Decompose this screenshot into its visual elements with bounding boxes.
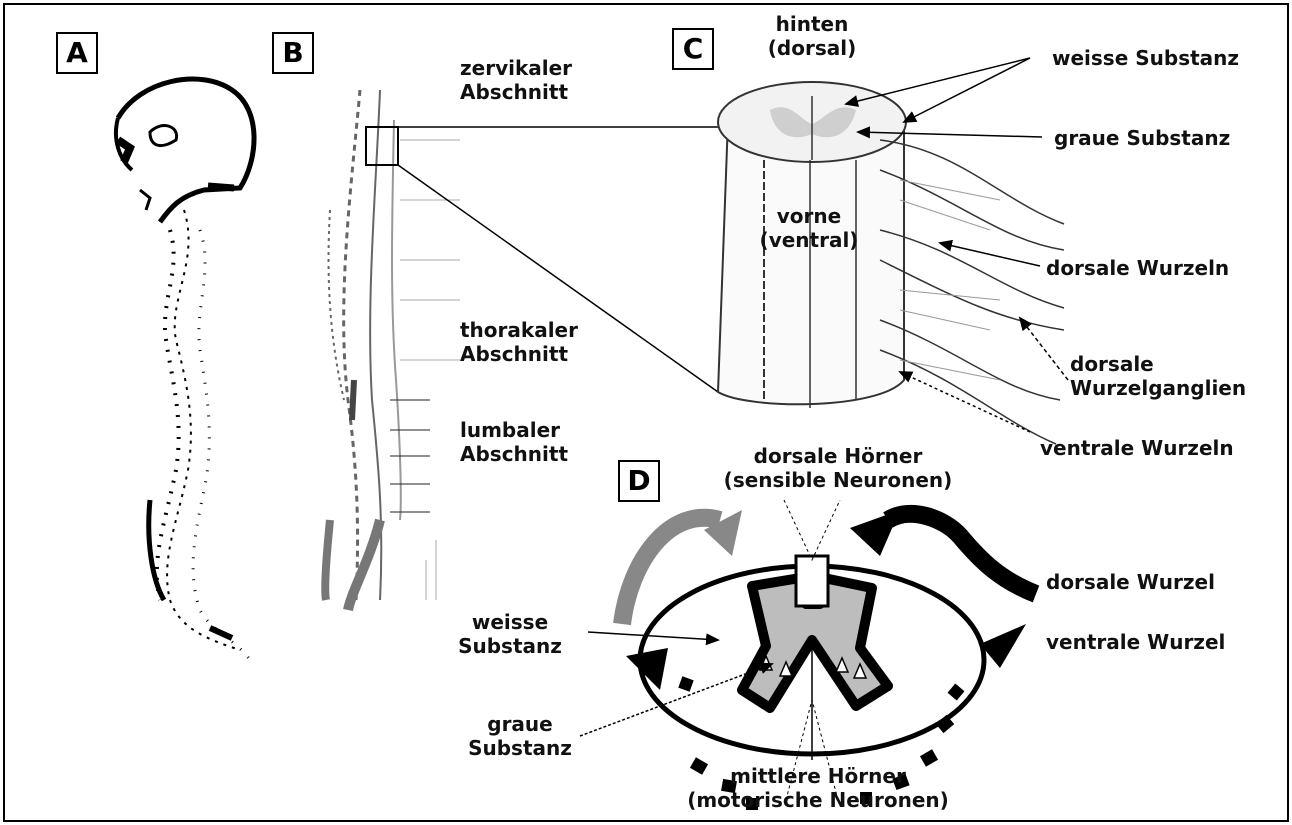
label-back-line2: (dorsal) [752,36,872,60]
label-c-grey-matter: graue Substanz [1054,126,1230,150]
label-middle-horns-line1: mittlere Hörner [668,764,968,788]
label-dorsal-roots: dorsale Wurzeln [1046,256,1229,280]
label-cervical-line1: zervikaler [460,56,572,80]
label-middle-horns-line2: (motorische Neuronen) [668,788,968,812]
label-dorsal-root-ganglia: dorsale Wurzelganglien [1070,352,1246,400]
label-dorsal-root-ganglia-line2: Wurzelganglien [1070,376,1246,400]
label-d-grey-matter-line1: graue [460,712,580,736]
label-cervical: zervikaler Abschnitt [460,56,572,104]
panel-a-spine-illustration [116,79,254,660]
label-dorsal-root: dorsale Wurzel [1046,570,1215,594]
label-thoracic: thorakaler Abschnitt [460,318,578,366]
label-d-grey-matter-line2: Substanz [460,736,580,760]
label-back: hinten (dorsal) [752,12,872,60]
label-back-line1: hinten [752,12,872,36]
label-dorsal-root-ganglia-line1: dorsale [1070,352,1246,376]
label-lumbar-line2: Abschnitt [460,442,568,466]
label-dorsal-horns-line2: (sensible Neuronen) [688,468,988,492]
label-front-line1: vorne [744,204,874,228]
label-d-white-matter-line2: Substanz [440,634,580,658]
label-lumbar-line1: lumbaler [460,418,568,442]
label-thoracic-line1: thorakaler [460,318,578,342]
label-dorsal-horns: dorsale Hörner (sensible Neuronen) [688,444,988,492]
label-lumbar: lumbaler Abschnitt [460,418,568,466]
panel-label-c: C [672,28,714,70]
label-middle-horns: mittlere Hörner (motorische Neuronen) [668,764,968,812]
panel-label-a: A [56,32,98,74]
panel-label-d: D [618,460,660,502]
label-front-line2: (ventral) [744,228,874,252]
label-d-white-matter: weisse Substanz [440,610,580,658]
label-thoracic-line2: Abschnitt [460,342,578,366]
label-d-grey-matter: graue Substanz [460,712,580,760]
label-dorsal-horns-line1: dorsale Hörner [688,444,988,468]
label-ventral-roots: ventrale Wurzeln [1040,436,1234,460]
panel-b-column-illustration [325,90,460,610]
label-front: vorne (ventral) [744,204,874,252]
panel-label-b: B [272,32,314,74]
label-d-white-matter-line1: weisse [440,610,580,634]
label-ventral-root: ventrale Wurzel [1046,630,1225,654]
label-cervical-line2: Abschnitt [460,80,572,104]
label-c-white-matter: weisse Substanz [1052,46,1239,70]
